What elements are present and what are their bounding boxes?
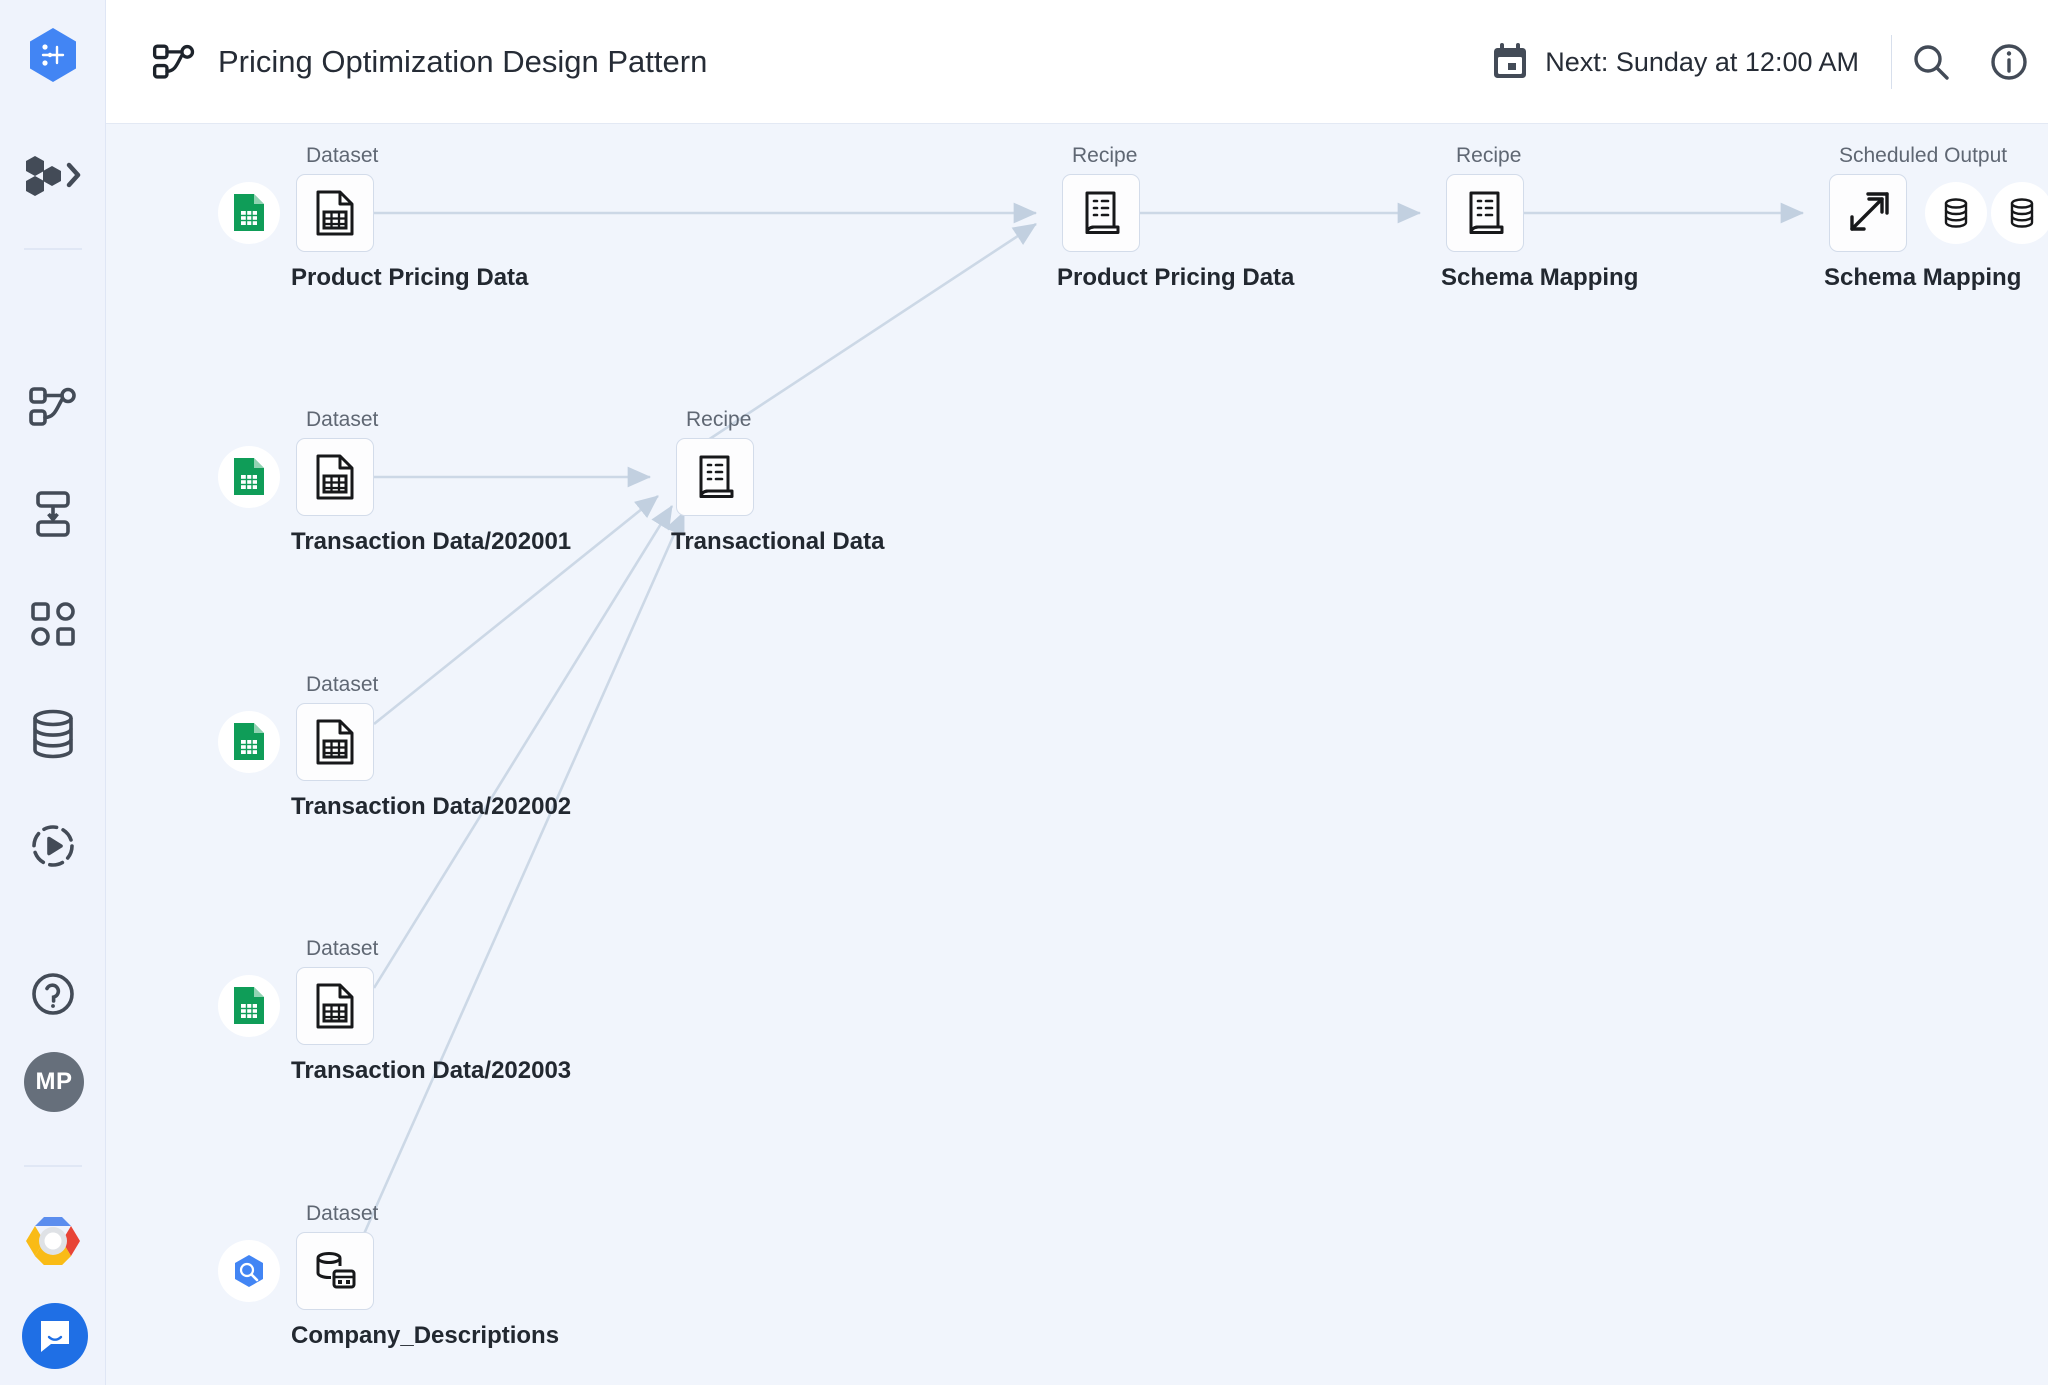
four-shapes-icon (30, 601, 76, 647)
node-type-label: Recipe (1456, 144, 1522, 167)
sidebar-item-plans[interactable] (0, 592, 106, 656)
database-icon (1943, 198, 1969, 228)
node-type-label: Dataset (306, 1202, 379, 1225)
dataset-file-icon[interactable] (296, 438, 374, 516)
recipe-icon[interactable] (1062, 174, 1140, 252)
node-name: Transactional Data (671, 528, 885, 555)
node-name: Company_Descriptions (291, 1322, 560, 1349)
dataset-file-icon[interactable] (296, 967, 374, 1045)
flow-canvas[interactable]: Dataset Product Pricing Data Recipe (106, 124, 2048, 1385)
node-name: Schema Mapping (1441, 264, 1639, 291)
edge-company-to-transactional (354, 511, 686, 1253)
flow-edges (354, 202, 1805, 1253)
play-circle-dashed-icon (29, 822, 77, 870)
google-sheets-icon (218, 711, 280, 773)
schedule-text: Next: Sunday at 12:00 AM (1545, 46, 1859, 77)
node-name: Transaction Data/202001 (291, 528, 572, 555)
sidebar-item-flows[interactable] (0, 375, 106, 439)
google-sheets-icon (218, 182, 280, 244)
google-sheets-icon (218, 975, 280, 1037)
question-circle-icon (29, 970, 77, 1018)
hexagon-cluster-chevron-icon (22, 154, 84, 198)
info-circle-icon (1989, 42, 2029, 82)
node-type-label: Recipe (1072, 144, 1138, 167)
node-type-label: Scheduled Output (1839, 144, 2008, 167)
node-type-label: Dataset (306, 408, 379, 431)
rail-divider-top (24, 248, 82, 250)
node-name: Product Pricing Data (1057, 264, 1295, 291)
scheduled-output-arrow-icon[interactable] (1829, 174, 1907, 252)
node-name: Transaction Data/202002 (291, 793, 572, 820)
header-divider (1891, 35, 1892, 89)
search-icon (1911, 42, 1951, 82)
dataset-file-icon[interactable] (296, 174, 374, 252)
calendar-icon (1491, 43, 1529, 81)
bigquery-table-icon[interactable] (296, 1232, 374, 1310)
google-cloud-button[interactable] (0, 1209, 106, 1273)
node-type-label: Dataset (306, 937, 379, 960)
output-target-database-2[interactable] (1991, 182, 2048, 244)
recipe-icon[interactable] (1446, 174, 1524, 252)
sidebar-item-job-history[interactable] (0, 814, 106, 878)
sidebar-item-datasets[interactable] (0, 702, 106, 766)
database-icon (31, 709, 75, 759)
bigquery-icon (218, 1240, 280, 1302)
output-target-database-1[interactable] (1925, 182, 1987, 244)
google-cloud-hex-icon (24, 1214, 82, 1268)
avatar[interactable]: MP (24, 1052, 84, 1112)
edge-transactional-to-pricing-recipe (701, 222, 1037, 446)
chat-button[interactable] (22, 1303, 88, 1369)
sidebar-item-help[interactable] (0, 962, 106, 1026)
flow-graph-icon (152, 42, 196, 82)
left-rail: MP (0, 0, 106, 1385)
rail-divider-bottom (24, 1165, 82, 1167)
node-type-label: Recipe (686, 408, 752, 431)
node-name: Transaction Data/202003 (291, 1057, 572, 1084)
header-right: Next: Sunday at 12:00 AM (1491, 0, 2048, 124)
product-logo[interactable] (22, 24, 84, 86)
node-name: Product Pricing Data (291, 264, 529, 291)
database-icon (2009, 198, 2035, 228)
page-title: Pricing Optimization Design Pattern (218, 44, 708, 79)
sidebar-item-jobs[interactable] (0, 482, 106, 546)
sidebar-item-flow-switcher[interactable] (0, 144, 106, 208)
edge-202003-to-transactional (372, 505, 674, 989)
header: Pricing Optimization Design Pattern Next… (106, 0, 2048, 124)
schedule-button[interactable]: Next: Sunday at 12:00 AM (1491, 43, 1889, 81)
node-type-label: Dataset (306, 673, 379, 696)
info-button[interactable] (1970, 23, 2048, 101)
node-name: Schema Mapping (1824, 264, 2022, 291)
flow-graph-icon (28, 385, 78, 429)
dataset-file-icon[interactable] (296, 703, 374, 781)
search-button[interactable] (1892, 23, 1970, 101)
import-arrow-icon (30, 490, 76, 538)
node-type-label: Dataset (306, 144, 379, 167)
intercom-chat-icon (37, 1318, 73, 1354)
google-sheets-icon (218, 446, 280, 508)
avatar-initials: MP (35, 1068, 73, 1095)
header-left: Pricing Optimization Design Pattern (152, 0, 707, 124)
recipe-icon[interactable] (676, 438, 754, 516)
